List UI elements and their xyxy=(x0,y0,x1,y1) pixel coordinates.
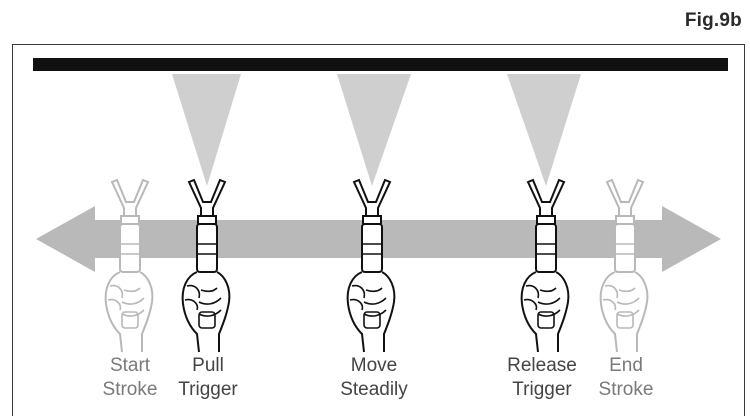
spray-gun-move xyxy=(346,179,396,353)
figure-frame xyxy=(12,44,745,416)
spray-gun-pull xyxy=(181,179,231,353)
spray-gun-end xyxy=(599,179,649,353)
spray-gun-release xyxy=(520,179,570,353)
top-bar xyxy=(33,58,728,71)
spray-gun-start xyxy=(104,179,154,353)
figure-label: Fig.9b xyxy=(684,10,742,31)
spray-cones xyxy=(172,74,581,186)
